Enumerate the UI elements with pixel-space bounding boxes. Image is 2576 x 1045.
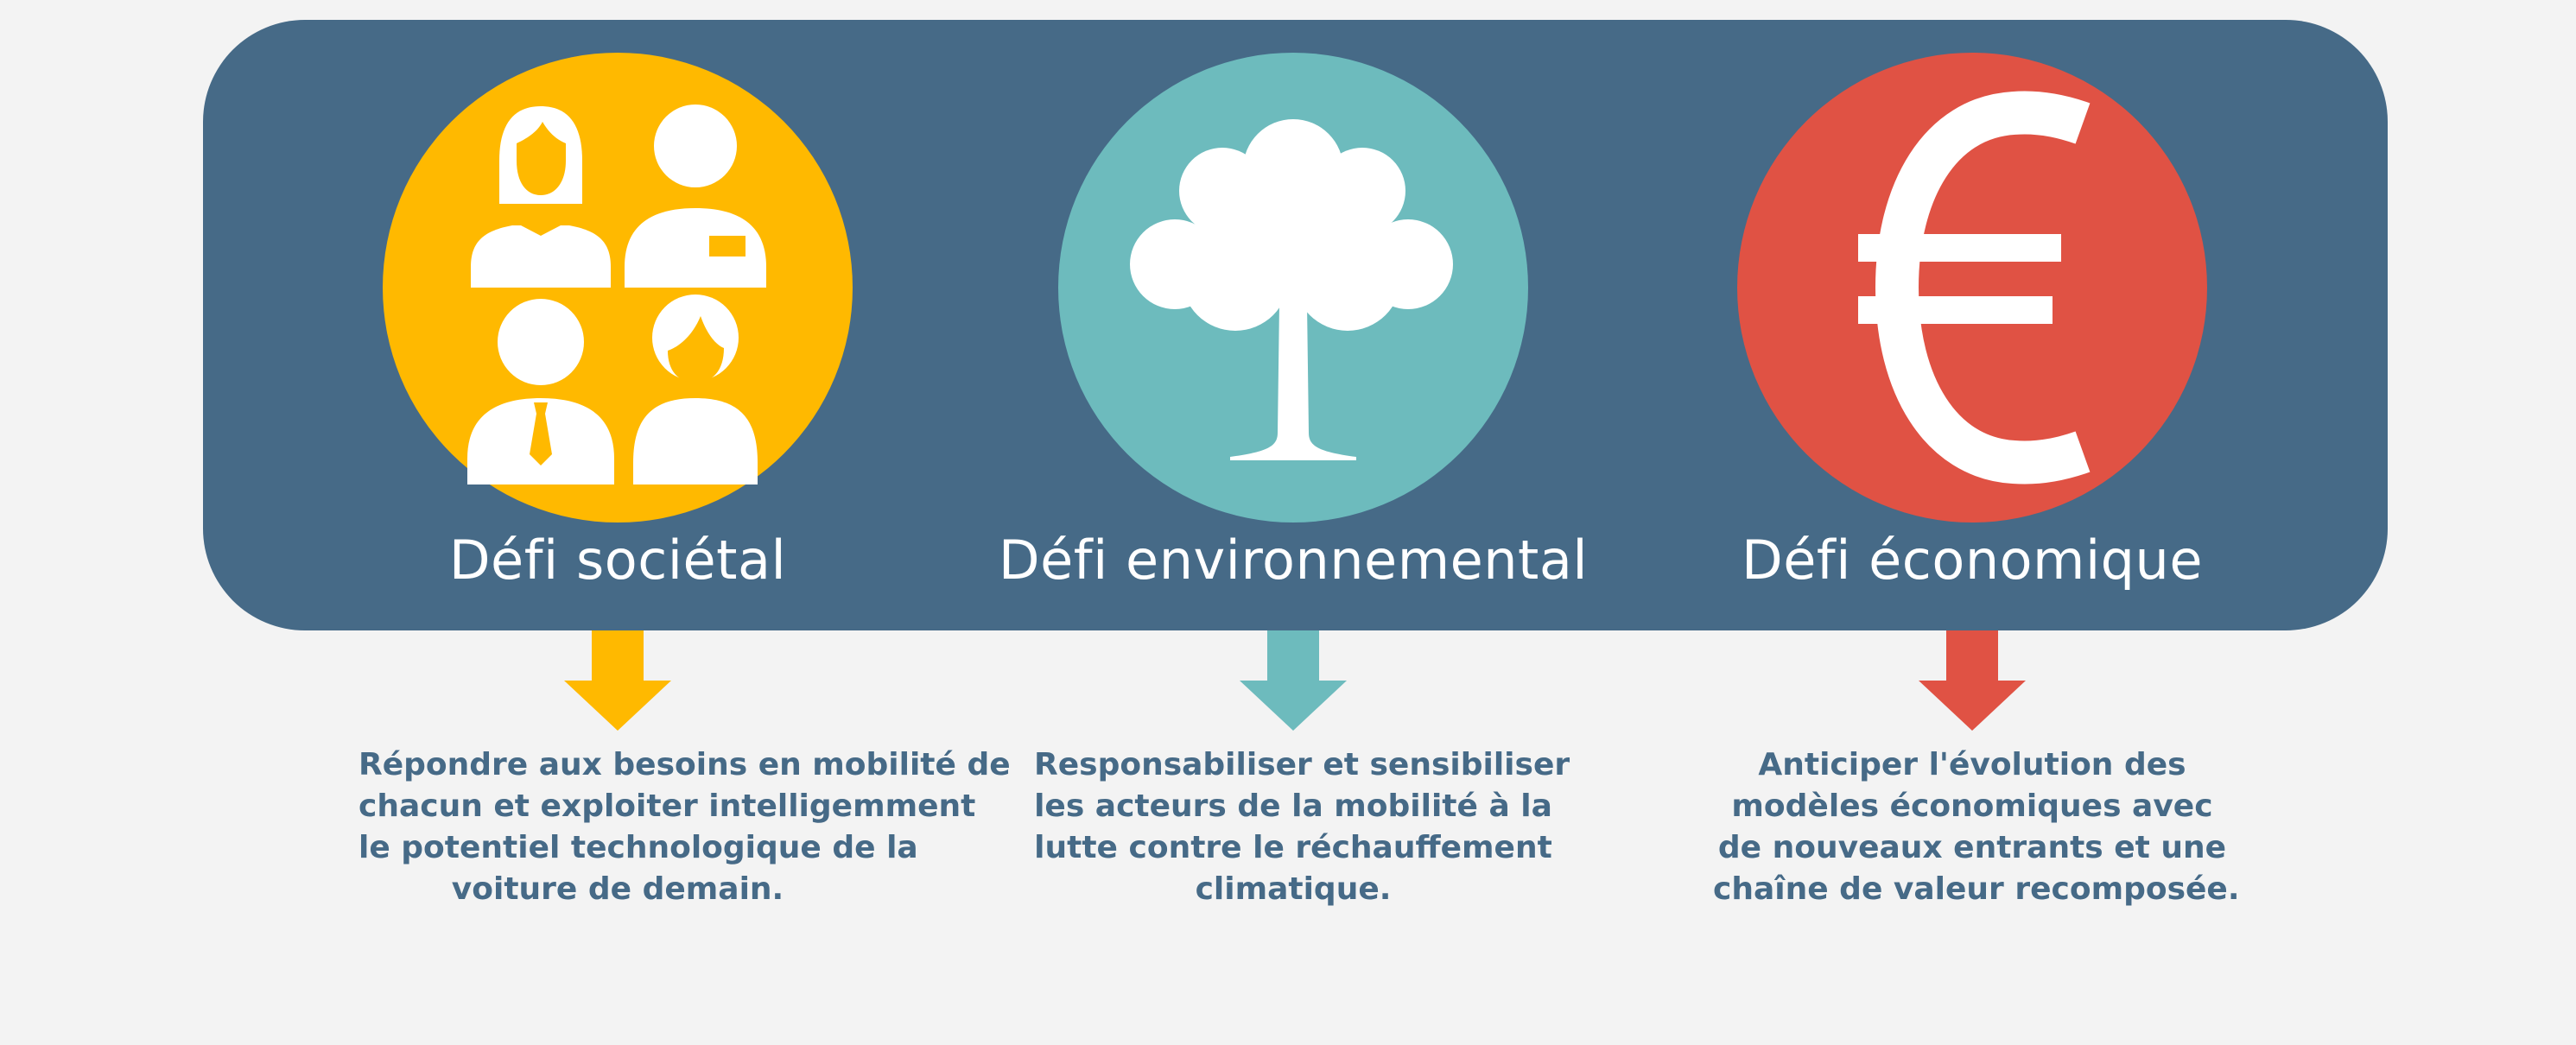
pillar-societal: Défi sociétal Répondre aux besoins en mo… <box>229 0 1011 1045</box>
desc-line: lutte contre le réchauffement <box>1034 830 1552 865</box>
title-societal: Défi sociétal <box>448 529 787 592</box>
description-societal: Répondre aux besoins en mobilité de chac… <box>358 744 1011 910</box>
title-economic: Défi économique <box>1742 529 2203 592</box>
arrow-down-environmental-icon <box>1186 630 1400 731</box>
desc-line: chaîne de valeur recomposée. <box>1713 871 2240 907</box>
desc-line: Responsabiliser et sensibiliser <box>1034 747 1570 782</box>
tree-icon <box>1130 119 1453 460</box>
desc-line: climatique. <box>1195 871 1392 907</box>
desc-line: le potentiel technologique de la <box>358 830 918 865</box>
pillar-environmental: Défi environnemental Responsabiliser et … <box>904 0 1682 1045</box>
desc-line: voiture de demain. <box>451 871 784 907</box>
description-economic: Anticiper l'évolution des modèles économ… <box>1713 744 2240 910</box>
desc-line: Anticiper l'évolution des <box>1758 747 2186 782</box>
arrow-down-societal-icon <box>511 630 725 731</box>
pillar-economic: Défi économique Anticiper l'évolution de… <box>1583 0 2361 1045</box>
economic-circle <box>1737 53 2207 522</box>
environmental-circle <box>1058 53 1528 522</box>
people-group-icon <box>467 104 766 484</box>
title-environmental: Défi environnemental <box>998 529 1589 592</box>
desc-line: de nouveaux entrants et une <box>1717 830 2227 865</box>
desc-line: Répondre aux besoins en mobilité de <box>358 747 1011 782</box>
desc-line: chacun et exploiter intelligemment <box>358 788 976 824</box>
description-environmental: Responsabiliser et sensibiliser les acte… <box>1034 744 1570 910</box>
societal-circle <box>383 53 853 522</box>
euro-icon <box>1858 91 2091 484</box>
desc-line: les acteurs de la mobilité à la <box>1034 788 1552 824</box>
desc-line: modèles économiques avec <box>1731 788 2213 824</box>
arrow-down-economic-icon <box>1865 630 2079 731</box>
